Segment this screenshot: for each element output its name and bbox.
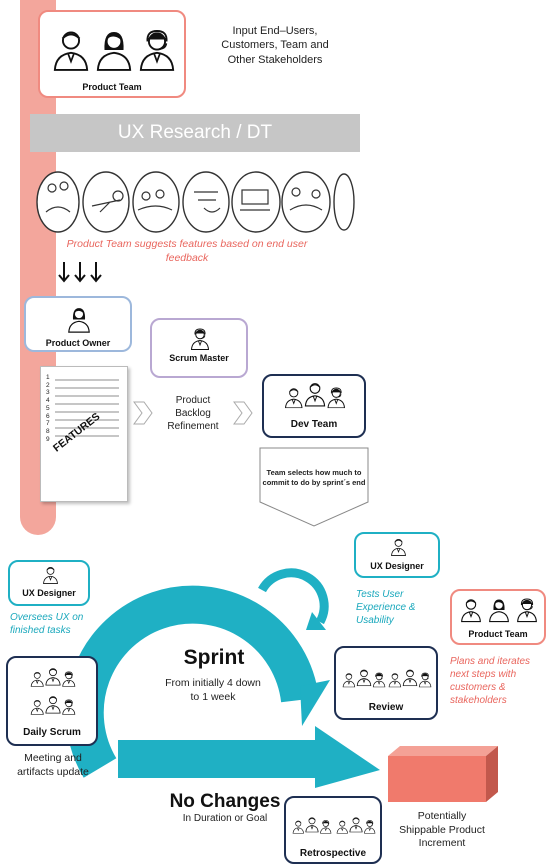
woman-icon — [67, 306, 91, 333]
sprint-subtitle: From initially 4 down to 1 week — [165, 677, 261, 703]
features-number: 2 — [46, 381, 50, 389]
retrospective-label: Retrospective — [299, 848, 367, 859]
research-sketches-strip — [34, 166, 356, 238]
features-number: 6 — [46, 412, 50, 420]
ux-designer-card-left: UX Designer — [8, 560, 90, 606]
daily-scrum-card: Daily Scrum — [6, 656, 98, 746]
stakeholders-note: Input End–Users, Customers, Team and Oth… — [221, 25, 329, 66]
chevron-right-icon — [132, 400, 154, 426]
product-increment-box — [386, 744, 500, 804]
features-number: 4 — [46, 397, 50, 405]
review-label: Review — [368, 702, 404, 713]
scrum-master-label: Scrum Master — [169, 353, 229, 363]
team-icon — [292, 816, 332, 834]
review-card: Review — [334, 646, 438, 720]
daily-scrum-label: Daily Scrum — [23, 727, 81, 738]
product-owner-card: Product Owner — [24, 296, 132, 352]
ux-designer-card-right: UX Designer — [354, 532, 440, 578]
no-changes-subtitle: In Duration or Goal — [182, 813, 268, 824]
no-changes-title: No Changes — [169, 791, 281, 812]
team-icon — [342, 668, 386, 688]
woman-icon — [488, 597, 510, 623]
dev-team-label: Dev Team — [290, 419, 338, 430]
team-icon — [388, 668, 432, 688]
commit-note: Team selects how much to commit to do by… — [262, 468, 366, 487]
man-icon — [42, 566, 59, 584]
headset-man-icon — [190, 328, 210, 350]
features-number: 7 — [46, 420, 50, 428]
retrospective-card: Retrospective — [284, 796, 382, 864]
features-paper: 1 2 3 4 5 6 7 8 9 FEATURES — [40, 366, 128, 502]
ux-research-title: UX Research / DT — [117, 122, 273, 143]
features-number: 3 — [46, 389, 50, 397]
headset-man-icon — [516, 597, 538, 623]
product-owner-label: Product Owner — [45, 338, 111, 348]
sprint-title: Sprint — [183, 646, 245, 669]
features-number: 5 — [46, 404, 50, 412]
suggest-features-note: Product Team suggests features based on … — [66, 238, 308, 264]
down-arrows-icon — [56, 260, 106, 286]
team-icon — [336, 816, 376, 834]
dev-team-card: Dev Team — [262, 374, 366, 438]
headset-man-icon — [138, 28, 176, 72]
product-team-card-right: Product Team — [450, 589, 546, 645]
product-team-label: Product Team — [468, 629, 528, 639]
ux-research-banner: UX Research / DT — [30, 114, 360, 152]
man-icon — [52, 28, 90, 72]
team-icon — [30, 694, 76, 716]
features-number: 1 — [46, 374, 50, 381]
ux-designer-label: UX Designer — [370, 561, 424, 571]
daily-scrum-note: Meeting and artifacts update — [17, 752, 89, 778]
product-team-label: Product Team — [82, 82, 142, 92]
ux-oversees-note: Oversees UX on finished tasks — [10, 612, 84, 636]
team-icon — [30, 666, 76, 688]
team-icon — [284, 381, 346, 409]
features-number: 9 — [46, 435, 50, 443]
scrum-master-card: Scrum Master — [150, 318, 248, 378]
ux-tests-note: Tests User Experience & Usability — [356, 589, 416, 626]
man-icon — [390, 538, 407, 556]
ux-designer-label: UX Designer — [22, 588, 76, 598]
man-icon — [460, 597, 482, 623]
features-number: 8 — [46, 427, 50, 435]
increment-note: Potentially Shippable Product Increment — [399, 810, 485, 850]
product-team-card-top: Product Team — [38, 10, 186, 98]
chevron-right-icon — [232, 400, 254, 426]
commit-arrow-shape — [258, 446, 370, 528]
backlog-refinement-label: Product Backlog Refinement — [167, 395, 219, 432]
woman-icon — [95, 28, 133, 72]
plans-iterates-note: Plans and iterates next steps with custo… — [450, 656, 531, 706]
